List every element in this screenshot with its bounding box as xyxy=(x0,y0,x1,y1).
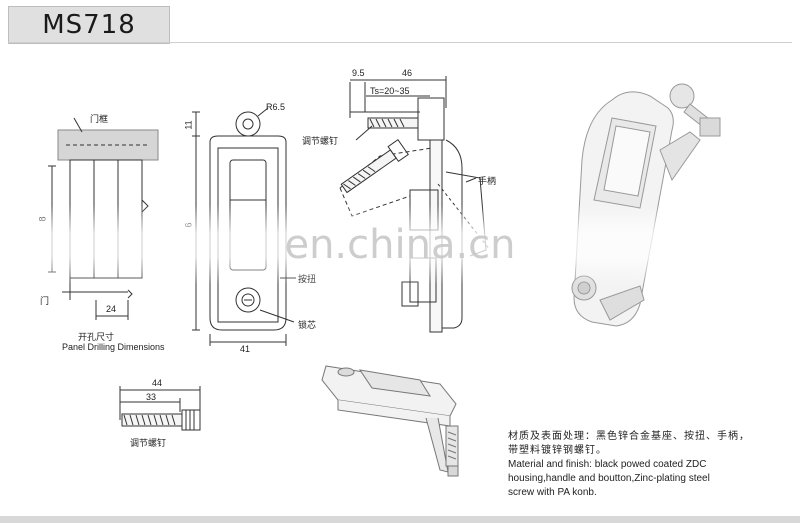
door-label: 门 xyxy=(40,297,50,307)
side-view xyxy=(339,76,491,333)
drilling-label-en: Panel Drilling Dimensions xyxy=(62,342,165,352)
latch-3d-top xyxy=(571,83,721,327)
dim-ts: Ts=20~35 xyxy=(370,86,410,96)
adjust-screw-label-top: 调节螺钉 xyxy=(302,137,339,147)
top-divider xyxy=(8,42,792,43)
material-note-cn-2: 带塑料镀锌钢螺钉。 xyxy=(508,445,607,456)
handle-label: 手柄 xyxy=(478,177,497,187)
front-view xyxy=(192,107,296,346)
dim-11: 11 xyxy=(183,120,194,130)
dim-24: 24 xyxy=(106,304,117,314)
adjust-screw-label-bottom: 调节螺钉 xyxy=(130,439,167,449)
panel-drilling-view xyxy=(48,117,159,320)
drilling-label-cn: 开孔尺寸 xyxy=(78,333,115,343)
material-note-cn-1: 材质及表面处理：黑色锌合金基座、按扭、手柄， xyxy=(508,431,750,442)
screw-detail xyxy=(119,386,201,431)
dim-33: 33 xyxy=(146,392,157,402)
dim-r65: R6.5 xyxy=(266,102,286,112)
lock-core-label: 锁芯 xyxy=(298,321,317,331)
dim-44: 44 xyxy=(152,378,163,388)
bottom-bar xyxy=(0,516,800,523)
latch-3d-bottom xyxy=(321,365,459,477)
material-note: 材质及表面处理：黑色锌合金基座、按扭、手柄， 带塑料镀锌钢螺钉。 Materia… xyxy=(508,430,792,500)
dim-46: 46 xyxy=(402,68,413,78)
material-note-en-1: Material and finish: black powed coated … xyxy=(508,459,707,470)
dim-41: 41 xyxy=(240,344,251,354)
dim-8: 8 xyxy=(37,216,48,222)
door-frame-label: 门框 xyxy=(90,115,109,125)
dim-9-5: 9.5 xyxy=(352,68,365,78)
button-label: 按扭 xyxy=(298,275,317,285)
material-note-en-2: housing,handle and boutton,Zinc-plating … xyxy=(508,473,710,484)
material-note-en-3: screw with PA konb. xyxy=(508,487,597,498)
dim-6: 6 xyxy=(183,222,194,228)
model-title: MS718 xyxy=(8,6,170,44)
